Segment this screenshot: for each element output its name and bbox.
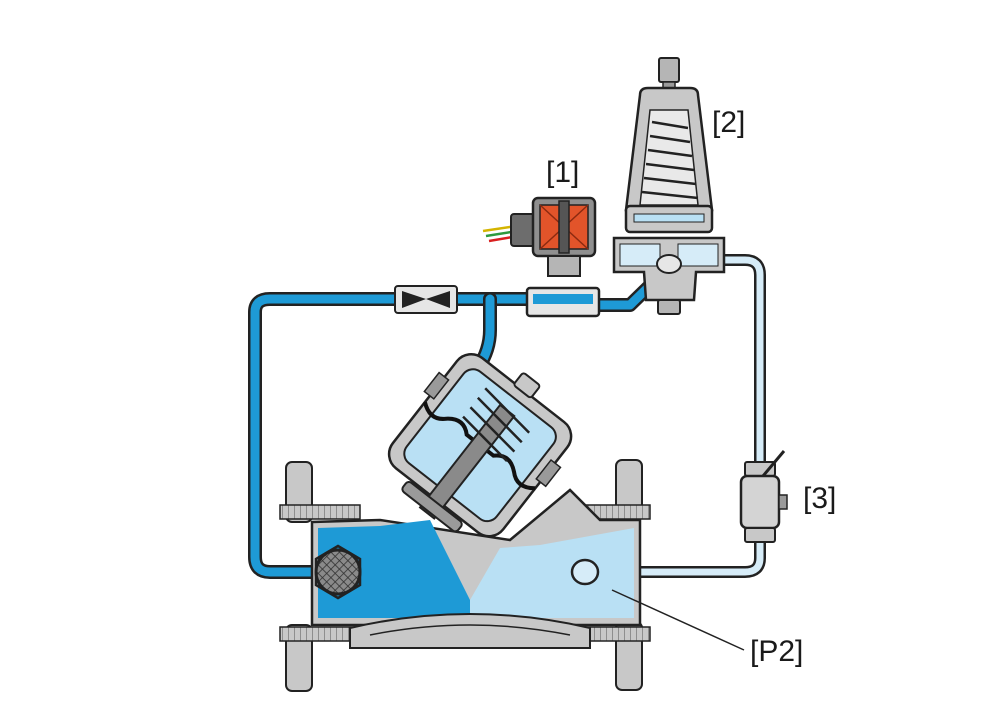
pilot-valve xyxy=(612,57,726,315)
valve-bonnet xyxy=(387,352,573,538)
solenoid-valve xyxy=(482,196,601,318)
restriction-fitting xyxy=(394,285,458,314)
ball-valve-handle xyxy=(761,450,786,477)
ball-valve xyxy=(739,450,788,543)
label-ball-valve: [3] xyxy=(803,482,837,515)
downstream-port xyxy=(570,558,600,586)
label-pilot: [2] xyxy=(712,106,746,139)
outlet-chamber-water xyxy=(470,528,634,618)
main-valve xyxy=(279,352,651,692)
p2-leader-line xyxy=(611,589,745,651)
strainer xyxy=(314,548,362,596)
control-tubing xyxy=(248,254,766,579)
inlet-chamber-water xyxy=(318,520,470,618)
label-solenoid: [1] xyxy=(546,156,580,189)
label-downstream-pressure: [P2] xyxy=(750,635,804,668)
